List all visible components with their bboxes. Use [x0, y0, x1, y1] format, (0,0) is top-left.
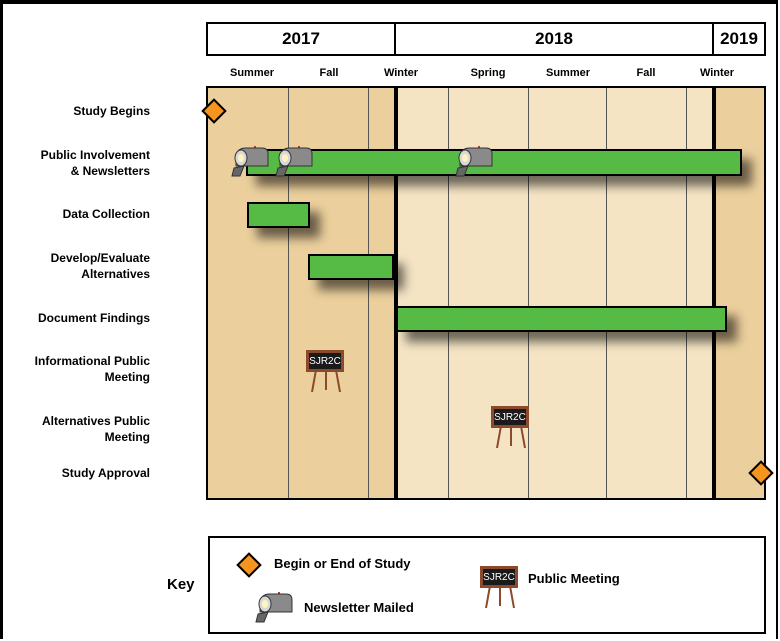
year-label: 2018: [535, 29, 573, 48]
season-label: Fall: [319, 67, 339, 79]
begin-end-diamond-icon: [236, 552, 262, 578]
year-2019: 2019: [712, 22, 766, 56]
season-divider: [528, 88, 529, 498]
year-divider: [712, 88, 716, 498]
mailbox-icon: [255, 592, 293, 623]
easel-icon: SJR2C: [491, 406, 531, 448]
season-label: Summer: [545, 67, 591, 79]
year-label: 2019: [720, 29, 758, 48]
season-label: Winter: [383, 67, 419, 79]
season-label: Summer: [229, 67, 275, 79]
legend-begin-end-label: Begin or End of Study: [274, 556, 411, 571]
bar-data-collection: [247, 202, 310, 228]
season-divider: [686, 88, 687, 498]
legend: Begin or End of Study Newsletter Mailed …: [208, 536, 766, 634]
row-label-public-involvement: Public Involvement& Newsletters: [40, 148, 150, 178]
mailbox-icon: [231, 146, 269, 177]
year-2017: 2017: [206, 22, 396, 56]
easel-icon: SJR2C: [306, 350, 346, 392]
bar-develop-alternatives: [308, 254, 394, 280]
season-divider: [606, 88, 607, 498]
season-divider: [288, 88, 289, 498]
mailbox-icon: [275, 146, 313, 177]
season-divider: [368, 88, 369, 498]
bar-document-findings: [396, 306, 727, 332]
bar-public-involvement: [246, 149, 742, 176]
season-label: Spring: [470, 67, 506, 79]
year-label: 2017: [282, 29, 320, 48]
year-2018: 2018: [394, 22, 714, 56]
row-label-study-begins: Study Begins: [73, 104, 150, 118]
easel-icon: SJR2C: [480, 566, 520, 608]
season-label: Fall: [636, 67, 656, 79]
mailbox-icon: [455, 146, 493, 177]
season-label: Winter: [699, 67, 735, 79]
legend-newsletter-label: Newsletter Mailed: [304, 600, 414, 615]
key-title: Key: [167, 576, 195, 593]
year-divider: [394, 88, 398, 498]
row-label-data-collection: Data Collection: [62, 207, 150, 221]
legend-meeting-label: Public Meeting: [528, 571, 620, 586]
season-divider: [448, 88, 449, 498]
easel-board: SJR2C: [480, 566, 518, 588]
row-label-document-findings: Document Findings: [38, 311, 150, 325]
timeline-grid: [206, 86, 766, 500]
easel-board: SJR2C: [306, 350, 344, 372]
row-label-study-approval: Study Approval: [61, 466, 150, 480]
easel-board: SJR2C: [491, 406, 529, 428]
